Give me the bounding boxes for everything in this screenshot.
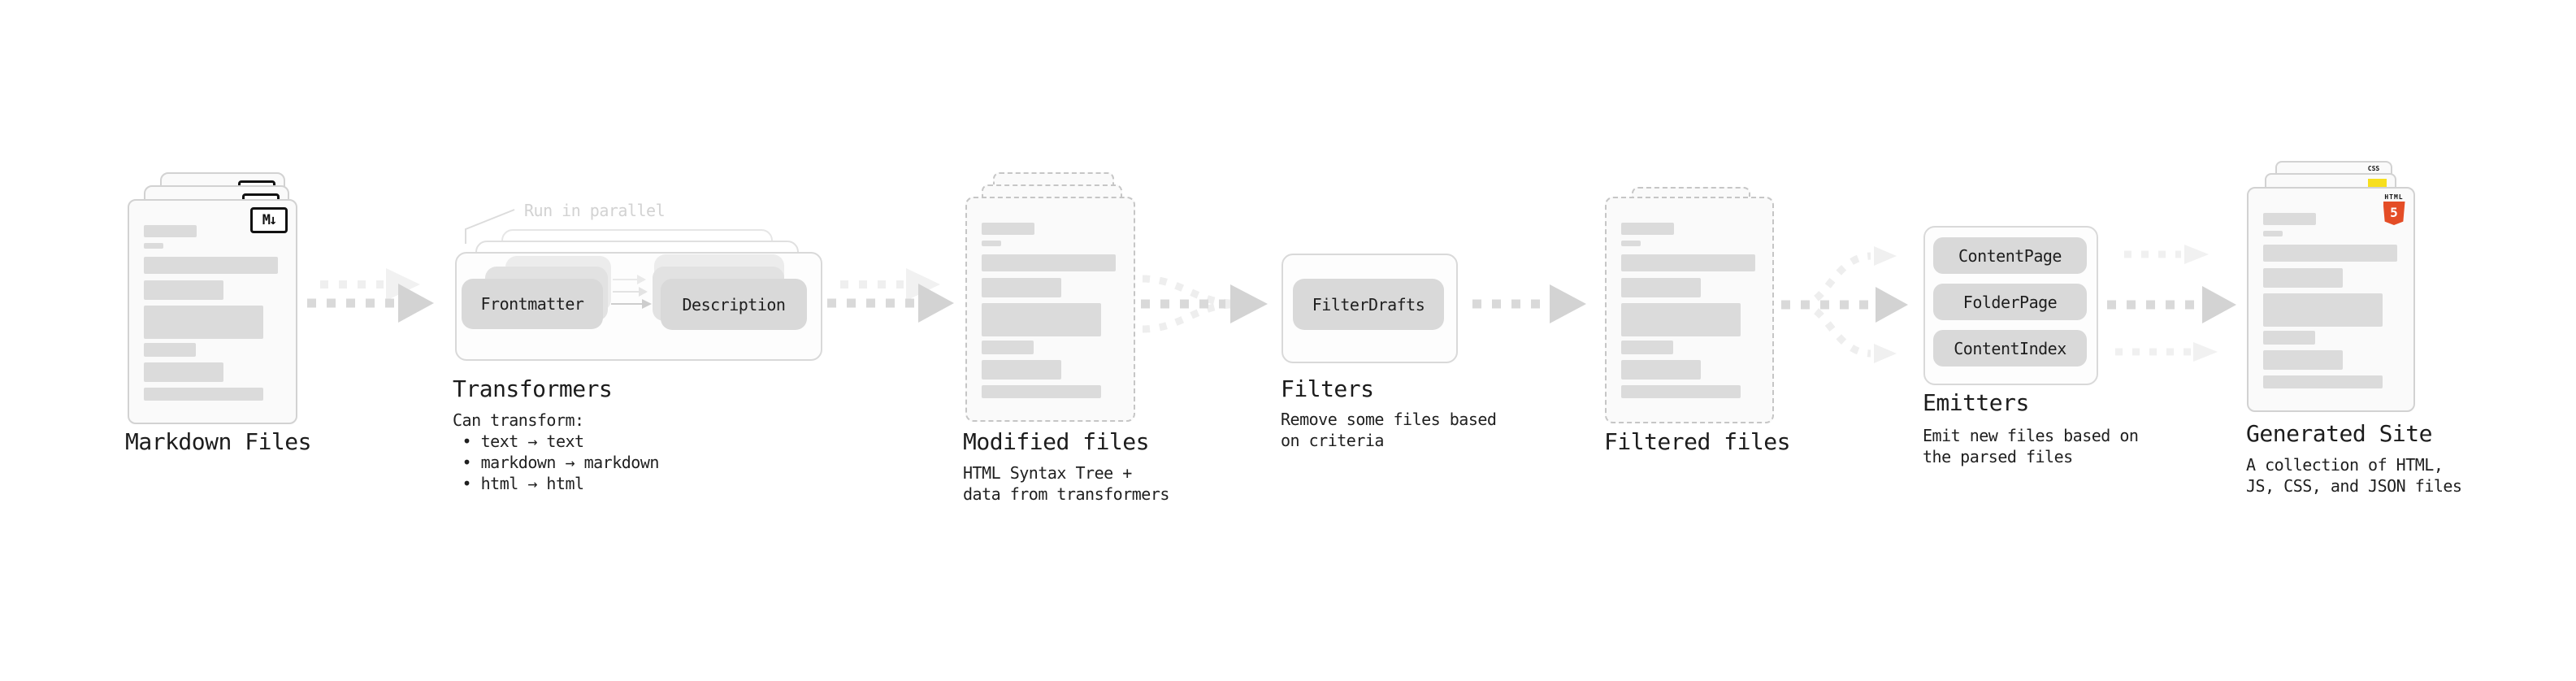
parallel-step-arrows (611, 275, 652, 309)
skeleton-bar (2263, 375, 2383, 388)
flow-arrow-filters-to-filtered (1472, 284, 1586, 323)
markdown-file-card: M↓ (128, 199, 297, 424)
emitters-label: Emitters (1923, 389, 2029, 416)
filtered-file-card (1605, 197, 1774, 423)
skeleton-bar (1621, 278, 1701, 297)
skeleton-bar (1621, 303, 1741, 336)
skeleton-bar (2263, 231, 2283, 236)
skeleton-bar (982, 340, 1034, 354)
filterdrafts-pill: FilterDrafts (1293, 279, 1444, 330)
flow-arrow-transformers-to-modified (827, 268, 954, 323)
emitters-description: Emit new files based on the parsed files (1923, 426, 2139, 466)
skeleton-bar (1621, 340, 1673, 354)
flow-arrow-md-to-transformers (307, 268, 434, 323)
skeleton-bar (2263, 213, 2316, 225)
transformers-description: Can transform: • text → text • markdown … (453, 410, 659, 493)
generated-site-label: Generated Site (2246, 420, 2433, 447)
frontmatter-pill: Frontmatter (462, 279, 603, 329)
funnel-arrow-modified-to-filters (1141, 275, 1268, 333)
skeleton-bar (144, 225, 197, 237)
skeleton-bar (1621, 254, 1755, 271)
filters-label: Filters (1281, 375, 1374, 402)
modified-file-card (965, 197, 1135, 422)
skeleton-bar (2263, 268, 2343, 288)
modified-files-label: Modified files (963, 428, 1150, 455)
transformers-label: Transformers (453, 375, 613, 402)
markdown-icon: M↓ (250, 207, 288, 233)
skeleton-bar (2263, 293, 2383, 327)
skeleton-bar (1621, 223, 1674, 235)
skeleton-bar (2263, 245, 2397, 262)
skeleton-bar (1621, 360, 1701, 380)
markdown-files-label: Markdown Files (125, 428, 312, 455)
skeleton-bar (144, 343, 196, 357)
skeleton-bar (982, 254, 1116, 271)
skeleton-bar (982, 385, 1101, 398)
fanout-arrow-filtered-to-emitters (1781, 246, 1908, 363)
skeleton-bar (1621, 241, 1641, 246)
emitter-pill-folderpage: FolderPage (1933, 284, 2087, 320)
skeleton-bar (144, 388, 263, 401)
run-in-parallel-annotation: Run in parallel (524, 201, 666, 220)
emitter-pill-contentpage: ContentPage (1933, 237, 2087, 274)
skeleton-bar (982, 303, 1101, 336)
skeleton-bar (2263, 331, 2315, 345)
skeleton-bar (2263, 350, 2343, 370)
js-icon (2368, 179, 2387, 189)
flow-arrows-emitters-to-site (2107, 245, 2236, 362)
skeleton-bar (144, 362, 223, 382)
filtered-files-label: Filtered files (1604, 428, 1791, 455)
generated-site-description: A collection of HTML, JS, CSS, and JSON … (2246, 455, 2462, 496)
skeleton-bar (982, 360, 1061, 380)
run-in-parallel-callout-line (465, 209, 515, 244)
skeleton-bar (144, 306, 263, 339)
emitter-pill-contentindex: ContentIndex (1933, 330, 2087, 367)
description-pill: Description (661, 279, 807, 330)
skeleton-bar (144, 257, 278, 274)
site-card-html: HTML 5 (2247, 187, 2415, 412)
skeleton-bar (1621, 385, 1741, 398)
skeleton-bar (982, 223, 1034, 235)
skeleton-bar (144, 280, 223, 300)
html5-icon: HTML 5 (2383, 193, 2405, 225)
skeleton-bar (982, 278, 1061, 297)
modified-files-description: HTML Syntax Tree + data from transformer… (963, 463, 1169, 504)
filters-description: Remove some files based on criteria (1281, 410, 1497, 450)
skeleton-bar (982, 241, 1001, 246)
skeleton-bar (144, 243, 163, 249)
